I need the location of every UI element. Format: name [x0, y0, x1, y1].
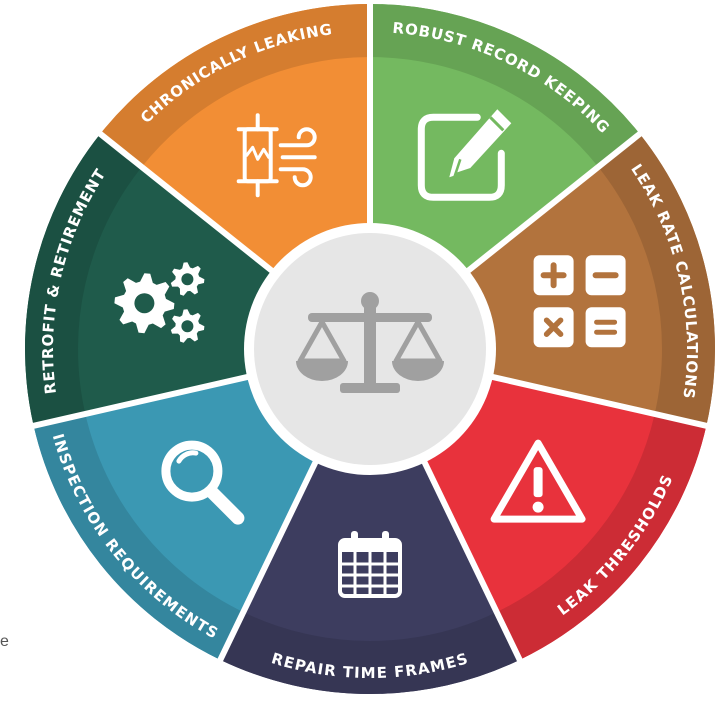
center-hub [244, 223, 496, 475]
segment-chronically-leaking: CHRONICALLY LEAKING [100, 4, 371, 273]
segment-divider [29, 372, 254, 430]
segment-divider [419, 455, 525, 665]
segment-divider [461, 129, 645, 277]
gears-icon [114, 262, 205, 343]
stray-text: e [0, 633, 9, 650]
calendar-icon [338, 531, 402, 598]
leaking-pipe-icon [236, 113, 317, 198]
warning-icon [490, 439, 586, 523]
segment-divider [95, 129, 279, 277]
pencil-edit-icon [417, 109, 512, 201]
magnifier-icon [161, 440, 245, 525]
segment-ribbon [370, 4, 640, 167]
segment-divider [215, 455, 321, 665]
segment-repair-time-frames: REPAIR TIME FRAMES [220, 458, 520, 694]
segment-body [33, 376, 318, 660]
segment-retrofit-retirement: RETROFIT & RETIREMENT [25, 133, 275, 426]
segment-ribbon [598, 133, 715, 426]
scales-of-justice-icon [296, 292, 444, 393]
segment-divider [486, 372, 711, 430]
segment-ribbon [100, 4, 371, 167]
calculator-icon [533, 255, 626, 348]
segment-ribbon [496, 413, 707, 660]
segment-ribbon [220, 612, 520, 694]
segment-ribbon [33, 413, 244, 660]
segment-ribbon [25, 133, 142, 426]
